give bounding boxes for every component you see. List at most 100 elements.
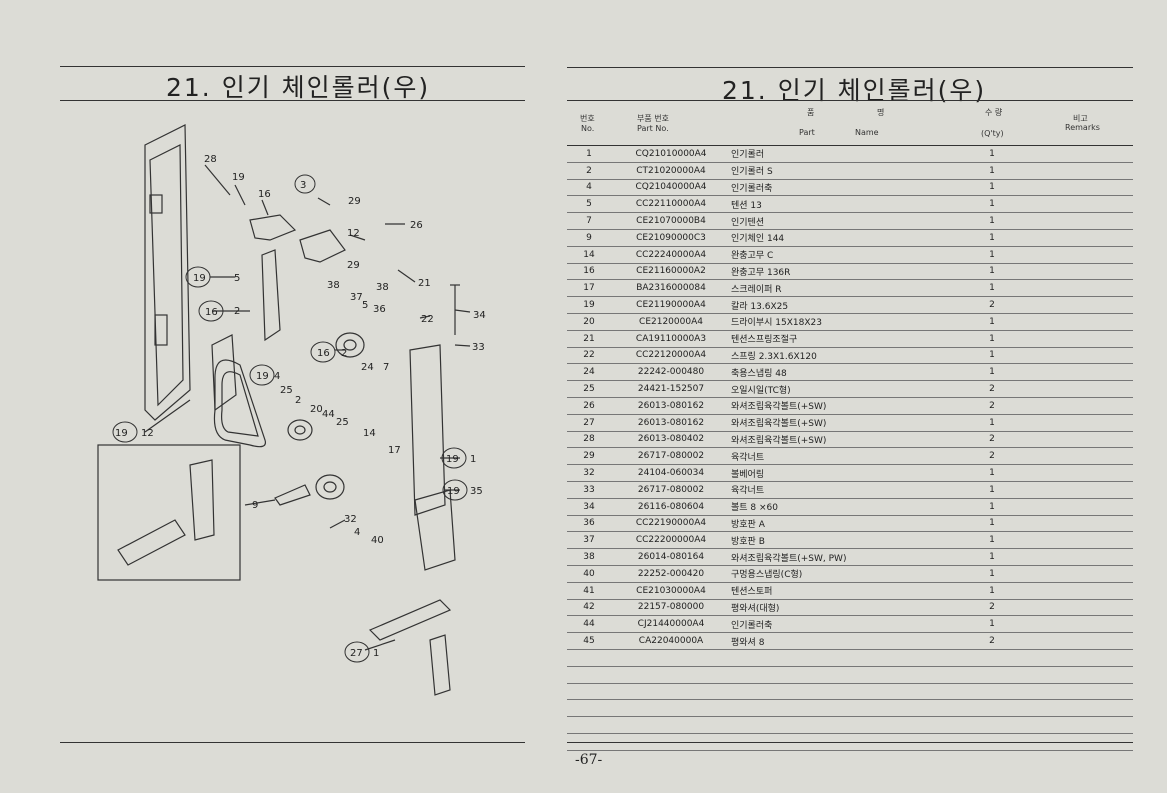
part-name-cell: 와셔조립육각볼트(+SW) xyxy=(731,414,951,432)
parts-table: 번호 No. 부품 번호 Part No. 품 명 Part Name 수 량 … xyxy=(567,103,1133,751)
quantity-cell: 1 xyxy=(951,615,1033,634)
callout: 1 xyxy=(373,648,379,659)
part-name-cell: 와셔조립육각볼트(+SW) xyxy=(731,431,951,449)
callout: 33 xyxy=(472,342,485,353)
part-number-cell: CE21070000B4 xyxy=(611,212,731,230)
callout: 37 xyxy=(350,292,363,303)
part-name-cell: 스프링 2.3X1.6X120 xyxy=(731,347,951,365)
remarks-cell xyxy=(1033,229,1133,247)
part-no-cell: 21 xyxy=(567,330,611,348)
remarks-cell xyxy=(1033,481,1133,499)
part-number-cell: 26014-080164 xyxy=(611,548,731,566)
header-part-en: Part No. xyxy=(637,124,669,133)
title-bottom-rule xyxy=(60,100,525,101)
part-number-cell: CE21190000A4 xyxy=(611,296,731,314)
header-part-ko: 부품 번호 xyxy=(637,114,669,123)
part-no-cell: 36 xyxy=(567,515,611,533)
part-number-cell: 26717-080002 xyxy=(611,481,731,499)
remarks-cell xyxy=(1033,548,1133,566)
callout: 22 xyxy=(421,314,434,325)
part-number-cell: 22242-000480 xyxy=(611,363,731,382)
quantity-cell: 1 xyxy=(951,229,1033,247)
part-no-cell: 29 xyxy=(567,447,611,466)
bottom-rule xyxy=(567,742,1133,743)
part-name-cell: 볼트 8 ×60 xyxy=(731,498,951,516)
part-no-cell: 40 xyxy=(567,565,611,583)
part-name-cell: 볼베어링 xyxy=(731,464,951,482)
callout: 5 xyxy=(362,300,368,311)
callout: 40 xyxy=(371,535,384,546)
part-no-cell: 33 xyxy=(567,481,611,499)
part-number-cell: CC22240000A4 xyxy=(611,246,731,264)
remarks-cell xyxy=(1033,431,1133,449)
quantity-cell: 2 xyxy=(951,380,1033,398)
part-name-cell: 인기롤러축 xyxy=(731,615,951,634)
right-page-title: 21. 인기 체인롤러(우) xyxy=(722,76,987,105)
quantity-cell: 1 xyxy=(951,279,1033,298)
quantity-cell: 1 xyxy=(951,263,1033,281)
part-number-cell: 26013-080162 xyxy=(611,414,731,432)
left-page: 21. 인기 체인롤러(우) xyxy=(0,0,560,793)
chain-loop xyxy=(213,359,267,448)
remarks-cell xyxy=(1033,582,1133,600)
callout: 29 xyxy=(347,260,360,271)
part-number-cell: CC22200000A4 xyxy=(611,531,731,550)
quantity-cell: 1 xyxy=(951,246,1033,264)
part-name-cell: 완충고무 136R xyxy=(731,263,951,281)
part-no-cell: 38 xyxy=(567,548,611,566)
part-number-cell: CE21160000A2 xyxy=(611,263,731,281)
part-no-cell: 34 xyxy=(567,498,611,516)
page-number: -67- xyxy=(575,752,603,768)
part-no-cell: 7 xyxy=(567,212,611,230)
callout: 2 xyxy=(295,395,301,406)
callout: 7 xyxy=(383,362,389,373)
remarks-cell xyxy=(1033,195,1133,214)
part-no-cell: 32 xyxy=(567,464,611,482)
header-name-ko1: 품 xyxy=(807,108,815,117)
quantity-cell: 2 xyxy=(951,632,1033,650)
header-qty-ko: 수 량 xyxy=(985,108,1003,117)
part-name-cell: 인기체인 144 xyxy=(731,229,951,247)
frame-panel xyxy=(144,124,191,421)
part-no-cell: 20 xyxy=(567,313,611,331)
part-name-cell: 인기롤러축 xyxy=(731,179,951,197)
part-no-cell: 24 xyxy=(567,363,611,382)
remarks-cell xyxy=(1033,380,1133,398)
quantity-cell: 1 xyxy=(951,481,1033,499)
remarks-cell xyxy=(1033,632,1133,650)
part-no-cell: 4 xyxy=(567,179,611,197)
remarks-cell xyxy=(1033,330,1133,348)
part-number-cell: CQ21010000A4 xyxy=(611,145,731,163)
bottom-rule xyxy=(60,742,525,743)
part-name-cell: 구멍용스냅링(C형) xyxy=(731,565,951,583)
part-name-cell: 육각너트 xyxy=(731,481,951,499)
remarks-cell xyxy=(1033,162,1133,180)
remarks-cell xyxy=(1033,531,1133,550)
part-no-cell: 16 xyxy=(567,263,611,281)
quantity-cell: 2 xyxy=(951,296,1033,314)
quantity-cell: 1 xyxy=(951,330,1033,348)
callout: 4 xyxy=(274,371,280,382)
callout: 35 xyxy=(470,486,483,497)
empty-rows xyxy=(567,648,1133,751)
part-no-cell: 1 xyxy=(567,145,611,163)
remarks-cell xyxy=(1033,145,1133,163)
part-name-cell: 육각너트 xyxy=(731,447,951,466)
callout: 26 xyxy=(410,220,423,231)
part-no-cell: 26 xyxy=(567,397,611,415)
remarks-cell xyxy=(1033,279,1133,298)
callout: 2 xyxy=(341,348,347,359)
quantity-cell: 1 xyxy=(951,414,1033,432)
part-name-cell: 인기롤러 S xyxy=(731,162,951,180)
part-number-cell: CQ21040000A4 xyxy=(611,179,731,197)
